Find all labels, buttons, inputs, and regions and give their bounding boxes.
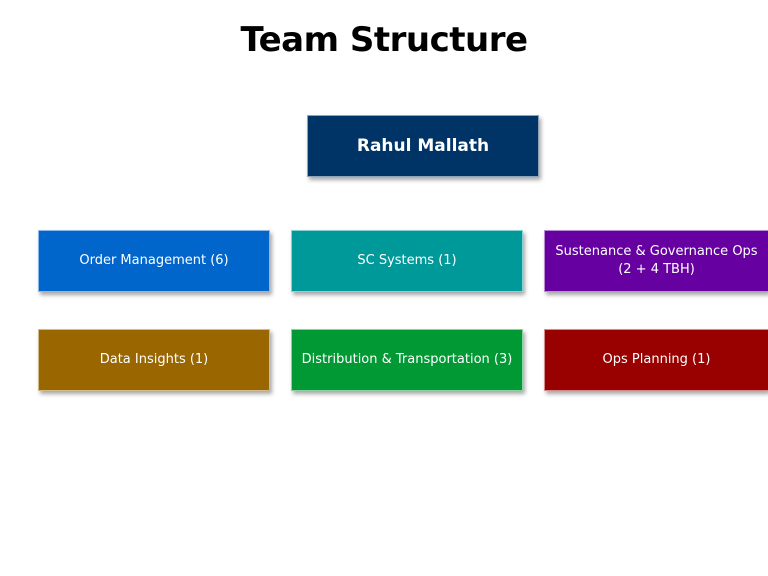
root-node-label: Rahul Mallath xyxy=(356,135,490,156)
team-node-label: Distribution & Transportation (3) xyxy=(301,352,513,368)
team-node-order-management: Order Management (6) xyxy=(38,230,270,292)
team-node-label: Data Insights (1) xyxy=(99,352,209,368)
team-node-ops-planning: Ops Planning (1) xyxy=(544,329,768,391)
team-node-sc-systems: SC Systems (1) xyxy=(291,230,523,292)
team-node-label: Ops Planning (1) xyxy=(602,352,711,368)
root-node: Rahul Mallath xyxy=(307,115,539,177)
page-title: Team Structure xyxy=(240,20,528,60)
team-node-label: Sustenance & Governance Ops (2 + 4 TBH) xyxy=(555,244,758,277)
team-node-data-insights: Data Insights (1) xyxy=(38,329,270,391)
team-node-label: SC Systems (1) xyxy=(357,253,457,269)
team-node-label: Order Management (6) xyxy=(79,253,229,269)
team-node-sustenance-governance-ops: Sustenance & Governance Ops (2 + 4 TBH) xyxy=(544,230,768,292)
team-node-distribution-transportation: Distribution & Transportation (3) xyxy=(291,329,523,391)
